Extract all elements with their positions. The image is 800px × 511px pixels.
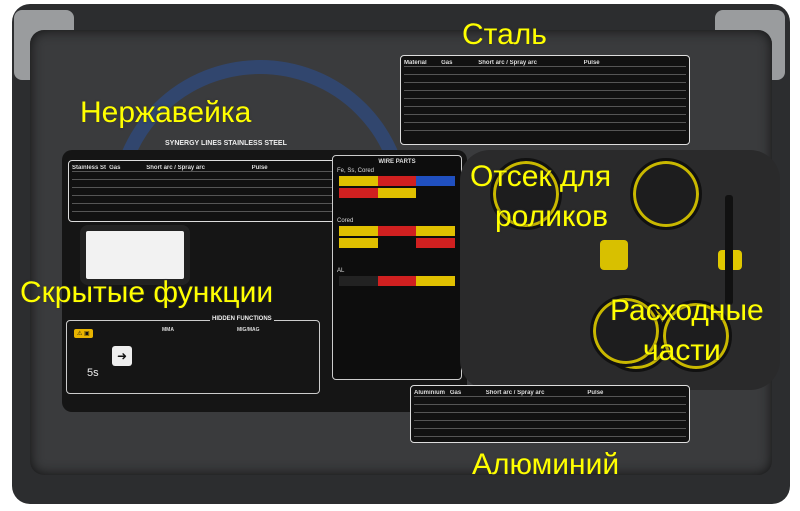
roller-compartment: [460, 150, 780, 390]
label-aluminium: Алюминий: [472, 448, 620, 481]
hidden-functions-title: HIDDEN FUNCTIONS: [210, 316, 274, 322]
cored-label: Fe, Ss, Cored: [337, 168, 375, 174]
swatch-row: [339, 226, 456, 236]
arrow-button-icon: ➜: [112, 346, 132, 366]
wire-parts-title: WIRE PARTS: [378, 159, 416, 165]
contact-tip-holder: [600, 240, 628, 270]
roller-slot: [630, 158, 702, 230]
stainless-table: Stainless SteelGasShort arc / Spray arcP…: [68, 160, 358, 222]
display-window: [80, 225, 190, 285]
synergy-title: SYNERGY LINES STAINLESS STEEL: [165, 140, 287, 147]
wire-parts-chart: WIRE PARTS Fe, Ss, Cored Cored AL: [332, 155, 462, 380]
label-hidden-functions: Скрытые функции: [20, 276, 274, 309]
label-stainless: Нержавейка: [80, 96, 252, 129]
hold-time: 5s: [87, 367, 99, 379]
cored-section: Cored: [337, 218, 354, 224]
migmag-column: MIG/MAG: [237, 327, 260, 333]
roller-slot: [490, 158, 562, 230]
label-rollers-2: роликов: [495, 200, 609, 233]
warning-icon: ⚠ ▣: [74, 329, 93, 338]
swatch-row: [339, 238, 456, 248]
mma-column: MMA: [162, 327, 174, 333]
hidden-functions-box: ⚠ ▣ ➜ 5s MMA MIG/MAG: [66, 320, 320, 394]
al-section: AL: [337, 268, 345, 274]
wrench-tool: [725, 195, 733, 305]
label-consumables-2: части: [643, 334, 721, 367]
swatch-row: [339, 276, 456, 286]
swatch-row: [339, 176, 456, 186]
roller-slot: [590, 295, 662, 367]
label-rollers-1: Отсек для: [470, 160, 612, 193]
swatch-row: [339, 188, 455, 198]
roller-slot: [660, 300, 732, 372]
label-consumables-1: Расходные: [610, 294, 764, 327]
label-steel: Сталь: [462, 18, 547, 51]
